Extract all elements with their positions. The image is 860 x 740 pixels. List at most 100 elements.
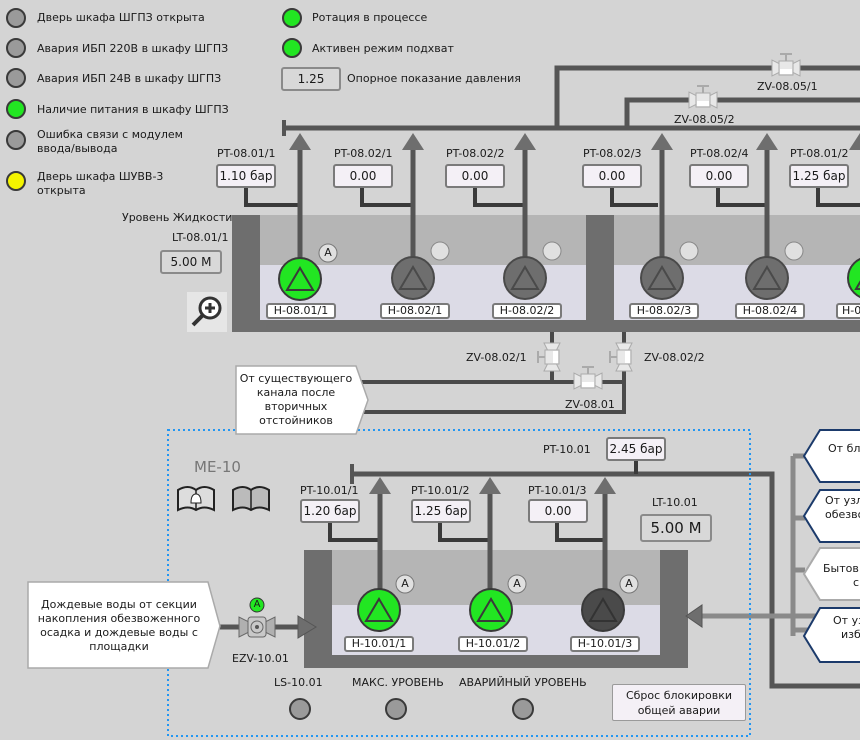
pump-h-10-01-1[interactable] [357, 574, 415, 632]
valve-label: ZV-08.05/2 [674, 113, 735, 126]
valve-label: ZV-08.01 [565, 398, 615, 411]
ezv-auto-badge: A [253, 599, 261, 610]
pump-tag: H-08.02/4 [735, 303, 805, 319]
level-value: 5.00 М [640, 514, 712, 542]
pt-stubs-10 [328, 522, 605, 542]
pump-risers-10 [377, 490, 608, 600]
source-line: площадки [89, 640, 149, 653]
valve-label: ZV-08.05/1 [757, 80, 818, 93]
lamp-rotation [282, 8, 302, 28]
lamp-pickup-mode [282, 38, 302, 58]
pt-label: PT-10.01/3 [528, 484, 587, 497]
me10-title: МЕ-10 [194, 458, 241, 476]
pt-label: PT-08.01/1 [217, 147, 276, 160]
source-line: Дождевые воды от секции [41, 598, 197, 611]
ls-label: LS-10.01 [274, 676, 323, 689]
pump-tag: H-08.02/1 [380, 303, 450, 319]
valve-label: EZV-10.01 [232, 652, 289, 665]
pump-h-08-02-4[interactable] [745, 241, 804, 300]
reset-alarm-button[interactable]: Сброс блокировки общей аварии [612, 684, 746, 721]
level-id: LT-10.01 [652, 496, 698, 509]
zoom-button[interactable] [187, 292, 227, 332]
pt-label: PT-08.02/2 [446, 147, 505, 160]
ls-label: МАКС. УРОВЕНЬ [352, 676, 444, 689]
auto-badge: A [324, 246, 332, 259]
source-line: изб [841, 628, 860, 641]
pump-tag: H-0 [836, 303, 860, 319]
book-icon[interactable] [232, 486, 270, 512]
pump-h-08-right[interactable] [847, 257, 860, 299]
source-line: Бытов [823, 562, 859, 575]
lamp-label: Авария ИБП 220В в шкафу ШГПЗ [37, 42, 229, 55]
lamp-io-error [6, 130, 26, 150]
pt-label: PT-08.02/3 [583, 147, 642, 160]
source-line: От существующего [239, 372, 353, 385]
pump-h-10-01-2[interactable] [469, 574, 527, 632]
valve-label: ZV-08.02/1 [466, 351, 527, 364]
lamp-label: Авария ИБП 24В в шкафу ШГПЗ [37, 72, 222, 85]
pump-h-08-01-1[interactable] [278, 243, 338, 301]
level-title: Уровень Жидкости [122, 211, 233, 224]
pump-tag: H-08.02/2 [492, 303, 562, 319]
pump-h-08-02-1[interactable] [391, 241, 450, 300]
pt-value: 2.45 бар [606, 437, 666, 461]
lamp-label: Дверь шкафа ШГПЗ открыта [37, 11, 205, 24]
source-line: От узл [825, 494, 860, 507]
pt-label: PT-10.01/1 [300, 484, 359, 497]
alarm-book-icon[interactable] [177, 486, 215, 512]
lamp-label: ввода/вывода [37, 142, 118, 155]
button-line: общей аварии [637, 704, 721, 717]
auto-badge: A [625, 577, 633, 590]
flow-arrows-08 [289, 133, 860, 150]
source-line: вторичных [264, 400, 328, 413]
source-me10-text: Дождевые воды от секции накопления обезв… [30, 598, 208, 654]
source-mid-text: От существующего канала после вторичных … [236, 372, 356, 428]
pt-value: 1.10 бар [216, 164, 276, 188]
lamp-ups-24 [6, 68, 26, 88]
source-line: От уз [833, 614, 860, 627]
pt-label: PT-08.02/4 [690, 147, 749, 160]
auto-badge: A [513, 577, 521, 590]
valve-label: ZV-08.02/2 [644, 351, 705, 364]
reference-pressure-field[interactable]: 1.25 [281, 67, 341, 91]
pt-value: 0.00 [333, 164, 393, 188]
pump-h-10-01-3[interactable] [581, 574, 639, 632]
lamp-label: Дверь шкафа ШУВВ-3 [37, 170, 164, 183]
pump-h-08-02-2[interactable] [503, 241, 562, 300]
pump-risers-08 [297, 145, 770, 270]
inlet-pipe [218, 615, 317, 639]
lamp-emergency-level [512, 698, 534, 720]
me10-pipes [350, 460, 860, 689]
pt-label: PT-10.01 [543, 443, 591, 456]
pump-h-08-02-3[interactable] [640, 241, 699, 300]
pt-value: 0.00 [689, 164, 749, 188]
lamp-ls-10-01 [289, 698, 311, 720]
level-value: 5.00 М [160, 250, 222, 274]
source-line: осадка и дождевые воды с [40, 626, 198, 639]
lamp-label: Активен режим подхват [312, 42, 454, 55]
top-pipes [282, 65, 860, 136]
auto-badge: A [401, 577, 409, 590]
pt-value: 0.00 [582, 164, 642, 188]
pump-tag: H-08.02/3 [629, 303, 699, 319]
source-line: канала после [256, 386, 336, 399]
source-line: с [853, 576, 860, 589]
tank-08-right [586, 215, 860, 332]
magnifier-plus-icon [191, 296, 222, 327]
pump-tag: H-10.01/2 [458, 636, 528, 652]
pt-value: 0.00 [445, 164, 505, 188]
lamp-ups-220 [6, 38, 26, 58]
lamp-label: Ротация в процессе [312, 11, 428, 24]
reference-pressure-label: Опорное показание давления [347, 72, 521, 85]
lamp-shuvv-door [6, 171, 26, 191]
pump-tag: H-10.01/3 [570, 636, 640, 652]
pt-label: PT-10.01/2 [411, 484, 470, 497]
source-line: накопления обезвоженного [37, 612, 201, 625]
pump-tag: H-10.01/1 [344, 636, 414, 652]
pt-label: PT-08.01/2 [790, 147, 849, 160]
lamp-label: открыта [37, 184, 86, 197]
button-line: Сброс блокировки [625, 689, 733, 702]
ls-label: АВАРИЙНЫЙ УРОВЕНЬ [459, 676, 587, 689]
